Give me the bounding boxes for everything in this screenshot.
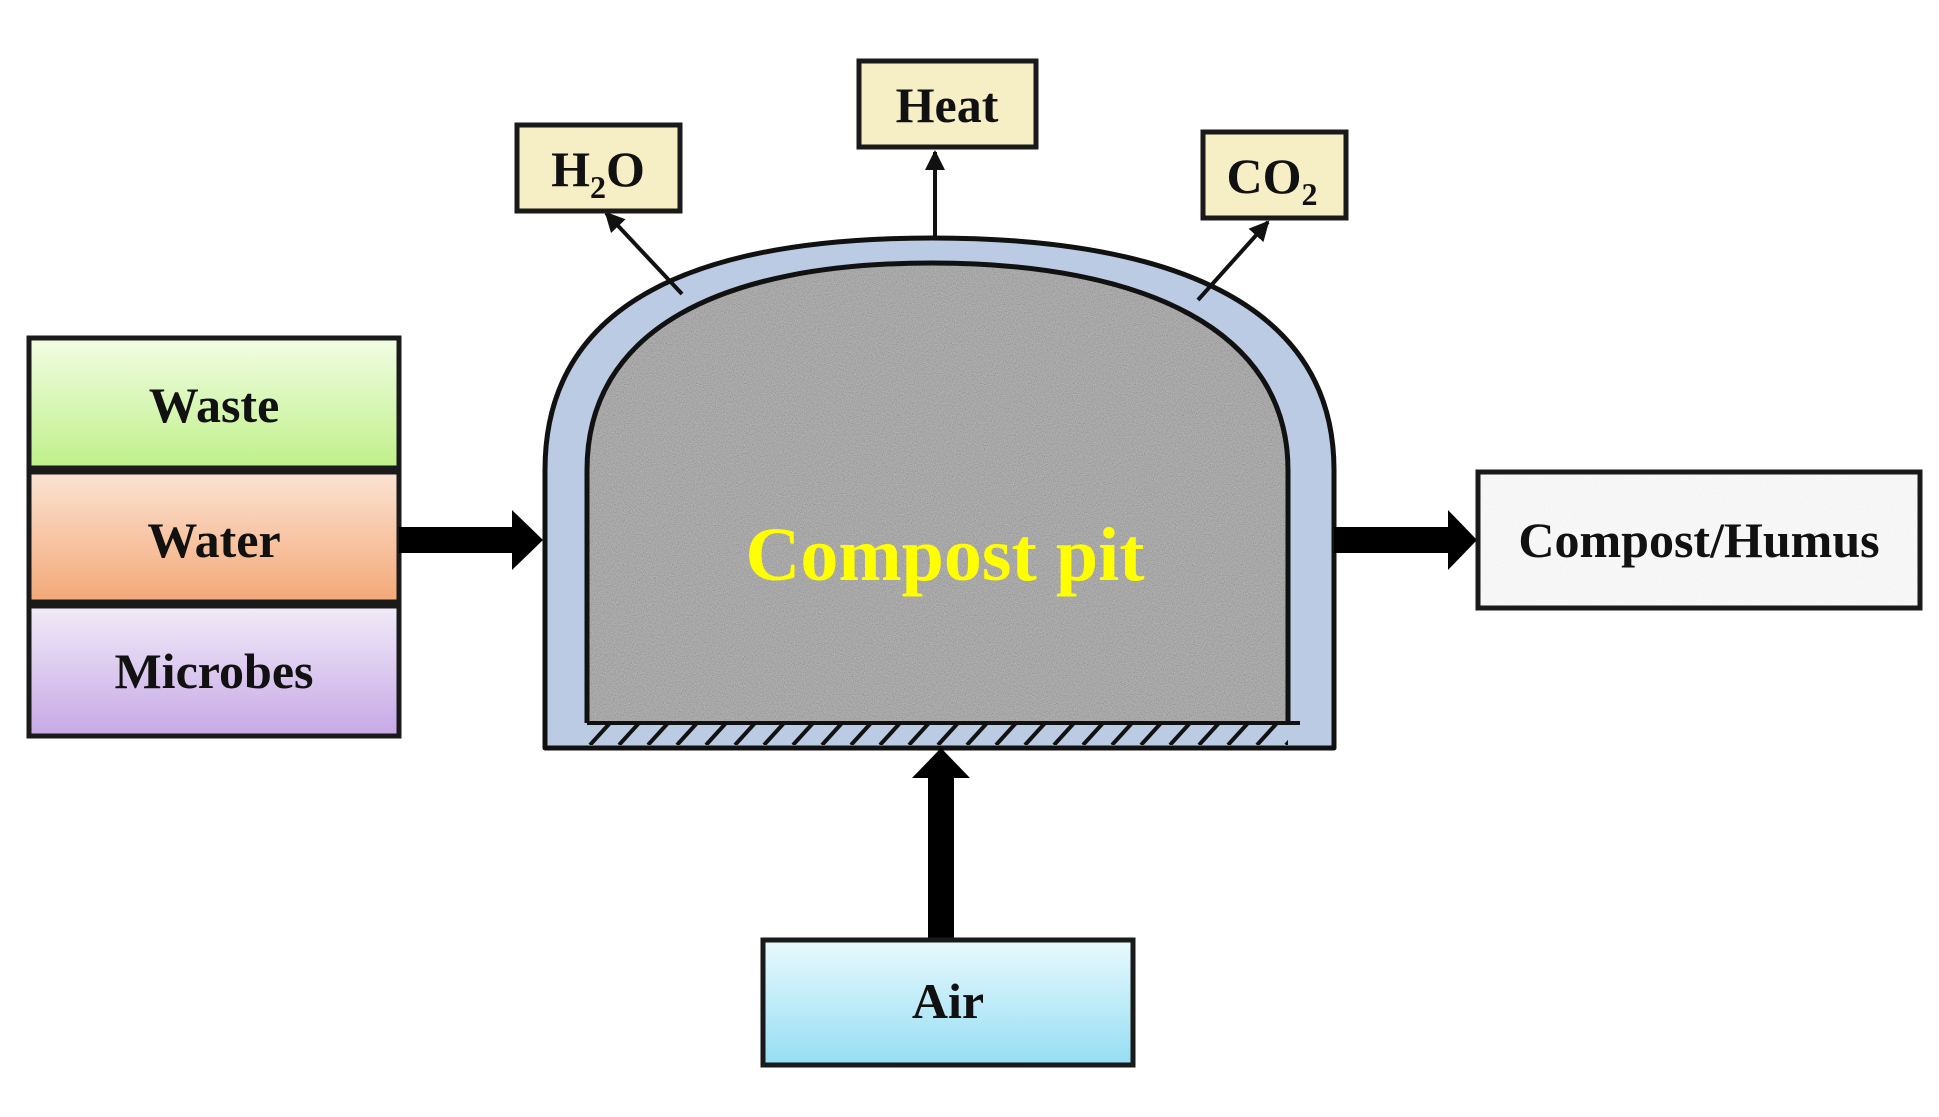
grating-hatch: [617, 723, 641, 745]
compost-pit: Compost pit: [542, 235, 1337, 751]
grating-hatch: [1023, 723, 1047, 745]
co2-emission: CO2: [1196, 129, 1349, 302]
grating-hatch: [1226, 723, 1250, 745]
grating-hatch: [1197, 723, 1221, 745]
microbes-label: Microbes: [114, 643, 313, 699]
microbes-box: Microbes: [26, 603, 402, 739]
air-arrow: [912, 748, 970, 940]
grating-hatch: [733, 723, 757, 745]
heat-emission: Heat: [856, 58, 1039, 238]
pit-interior: [587, 263, 1288, 723]
grating-hatch: [907, 723, 931, 745]
grating-hatch: [936, 723, 960, 745]
grating-hatch: [791, 723, 815, 745]
co2-label: CO2: [1227, 148, 1318, 212]
grating-hatch: [1081, 723, 1105, 745]
grating-hatch: [588, 723, 612, 745]
h2o-arrow: [604, 211, 684, 296]
grating-hatch: [1110, 723, 1134, 745]
grating-hatch: [675, 723, 699, 745]
air-box: Air: [760, 937, 1136, 1068]
compost-humus-label: Compost/Humus: [1518, 512, 1879, 568]
grating-hatch: [994, 723, 1018, 745]
compost-humus-box: Compost/Humus: [1475, 469, 1923, 611]
inputs-stack: Waste Water Microbes: [26, 335, 402, 739]
h2o-label: H2O: [551, 141, 645, 205]
grating-hatch: [849, 723, 873, 745]
grating-hatch: [762, 723, 786, 745]
output-arrow: [1334, 510, 1477, 570]
grating-hatch: [1168, 723, 1192, 745]
pit-grating: [587, 721, 1300, 745]
water-box: Water: [26, 469, 402, 605]
grating-hatch: [646, 723, 670, 745]
co2-arrow: [1196, 220, 1270, 302]
grating-hatch: [1255, 723, 1279, 745]
heat-label: Heat: [896, 77, 999, 133]
grating-hatch: [1052, 723, 1076, 745]
input-arrow: [399, 510, 543, 570]
h2o-emission: H2O: [514, 122, 684, 296]
grating-hatch: [704, 723, 728, 745]
grating-hatch: [1139, 723, 1163, 745]
grating-hatch: [965, 723, 989, 745]
water-label: Water: [147, 512, 280, 568]
grating-hatch: [878, 723, 902, 745]
waste-label: Waste: [149, 377, 280, 433]
waste-box: Waste: [26, 335, 402, 471]
air-label: Air: [912, 973, 984, 1029]
grating-hatch: [820, 723, 844, 745]
compost-pit-label: Compost pit: [745, 513, 1144, 597]
